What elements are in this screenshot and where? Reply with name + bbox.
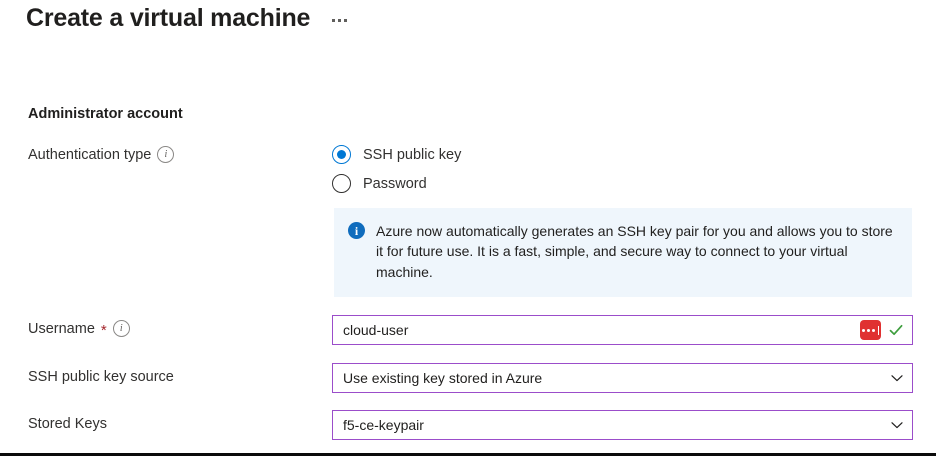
password-dot <box>871 328 875 332</box>
username-input[interactable]: cloud-user <box>332 315 913 345</box>
ssh-public-key-source-select[interactable]: Use existing key stored in Azure <box>332 363 913 393</box>
check-icon <box>888 322 904 338</box>
page-title: Create a virtual machine <box>26 4 311 32</box>
ellipsis-dot <box>344 19 348 22</box>
label-authentication-type: Authentication type i <box>28 146 175 163</box>
radio-mark-unselected-icon <box>332 174 351 193</box>
page-header: Create a virtual machine <box>26 4 349 33</box>
row-authentication-type: Authentication type i SSH public key Pas… <box>0 140 936 202</box>
ellipsis-dot <box>338 19 342 22</box>
stored-keys-value: f5-ce-keypair <box>343 417 424 433</box>
ssh-public-key-source-value: Use existing key stored in Azure <box>343 370 543 386</box>
radio-option-password[interactable]: Password <box>332 169 461 198</box>
ellipsis-dot <box>332 19 336 22</box>
radio-label-ssh-public-key: SSH public key <box>363 146 462 163</box>
label-username-text: Username <box>28 320 95 337</box>
password-caret <box>877 325 880 335</box>
radio-group-authentication-type: SSH public key Password <box>332 140 461 198</box>
ssh-key-info-banner: i Azure now automatically generates an S… <box>334 208 912 297</box>
stored-keys-select[interactable]: f5-ce-keypair <box>332 410 913 440</box>
label-ssh-public-key-source-text: SSH public key source <box>28 369 174 385</box>
label-authentication-type-text: Authentication type <box>28 146 152 163</box>
label-username: Username * i <box>28 320 130 339</box>
ssh-key-info-banner-text: Azure now automatically generates an SSH… <box>376 223 893 280</box>
radio-option-ssh-public-key[interactable]: SSH public key <box>332 140 461 169</box>
administrator-account-form: Authentication type i SSH public key Pas… <box>0 140 936 202</box>
password-dot <box>861 328 865 332</box>
username-input-value: cloud-user <box>343 322 409 338</box>
chevron-down-icon[interactable] <box>882 371 912 385</box>
radio-mark-selected-icon <box>332 145 351 164</box>
ellipsis-horizontal-icon[interactable] <box>330 13 349 28</box>
label-ssh-public-key-source: SSH public key source <box>28 369 174 385</box>
username-input-adornments <box>860 320 912 340</box>
label-stored-keys-text: Stored Keys <box>28 416 107 432</box>
radio-label-password: Password <box>363 175 427 192</box>
label-stored-keys: Stored Keys <box>28 416 107 432</box>
password-manager-icon[interactable] <box>860 320 881 340</box>
password-dot <box>866 328 870 332</box>
chevron-down-icon[interactable] <box>882 418 912 432</box>
required-asterisk: * <box>100 322 107 339</box>
info-circle-icon[interactable]: i <box>112 320 130 337</box>
section-heading-administrator-account: Administrator account <box>28 106 183 122</box>
info-filled-icon: i <box>348 222 365 239</box>
info-circle-icon[interactable]: i <box>157 146 175 163</box>
